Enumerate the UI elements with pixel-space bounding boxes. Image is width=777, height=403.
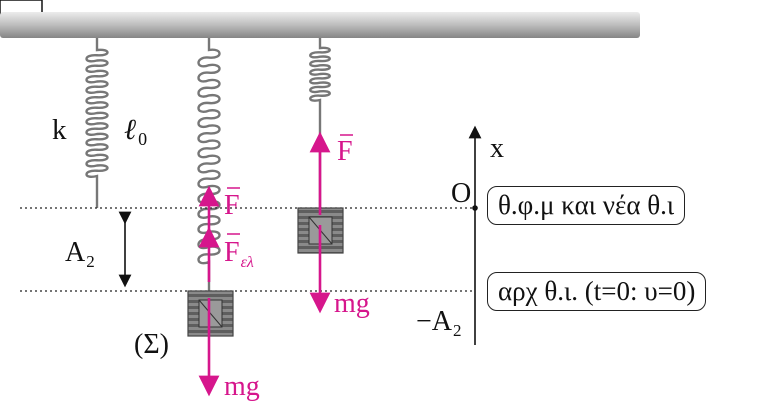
corner-tag xyxy=(0,0,43,15)
spring-1 xyxy=(85,38,109,208)
amplitude-label: A2 xyxy=(65,237,95,271)
sigma-label: (Σ) xyxy=(134,329,169,360)
x-axis-label: x xyxy=(490,133,504,164)
weight-label-left: mg xyxy=(224,371,260,402)
equilibrium-label-box: θ.φ.μ και νέα θ.ι xyxy=(487,186,686,225)
weight-label-right: mg xyxy=(334,288,370,319)
origin-label: O xyxy=(451,178,471,209)
force-f-label-right: F xyxy=(337,136,353,167)
block-sigma xyxy=(187,290,234,337)
initial-position-label-box: αρχ θ.ι. (t=0: υ=0) xyxy=(487,272,707,311)
negative-amplitude-label: −A2 xyxy=(416,306,462,340)
force-f-label-left: F xyxy=(224,190,240,221)
force-fel-label: Fελ xyxy=(224,237,254,271)
spring-3 xyxy=(309,38,331,208)
ceiling-bar xyxy=(0,12,640,38)
origin-dot xyxy=(472,205,478,211)
spring-constant-label: k xyxy=(52,114,67,146)
